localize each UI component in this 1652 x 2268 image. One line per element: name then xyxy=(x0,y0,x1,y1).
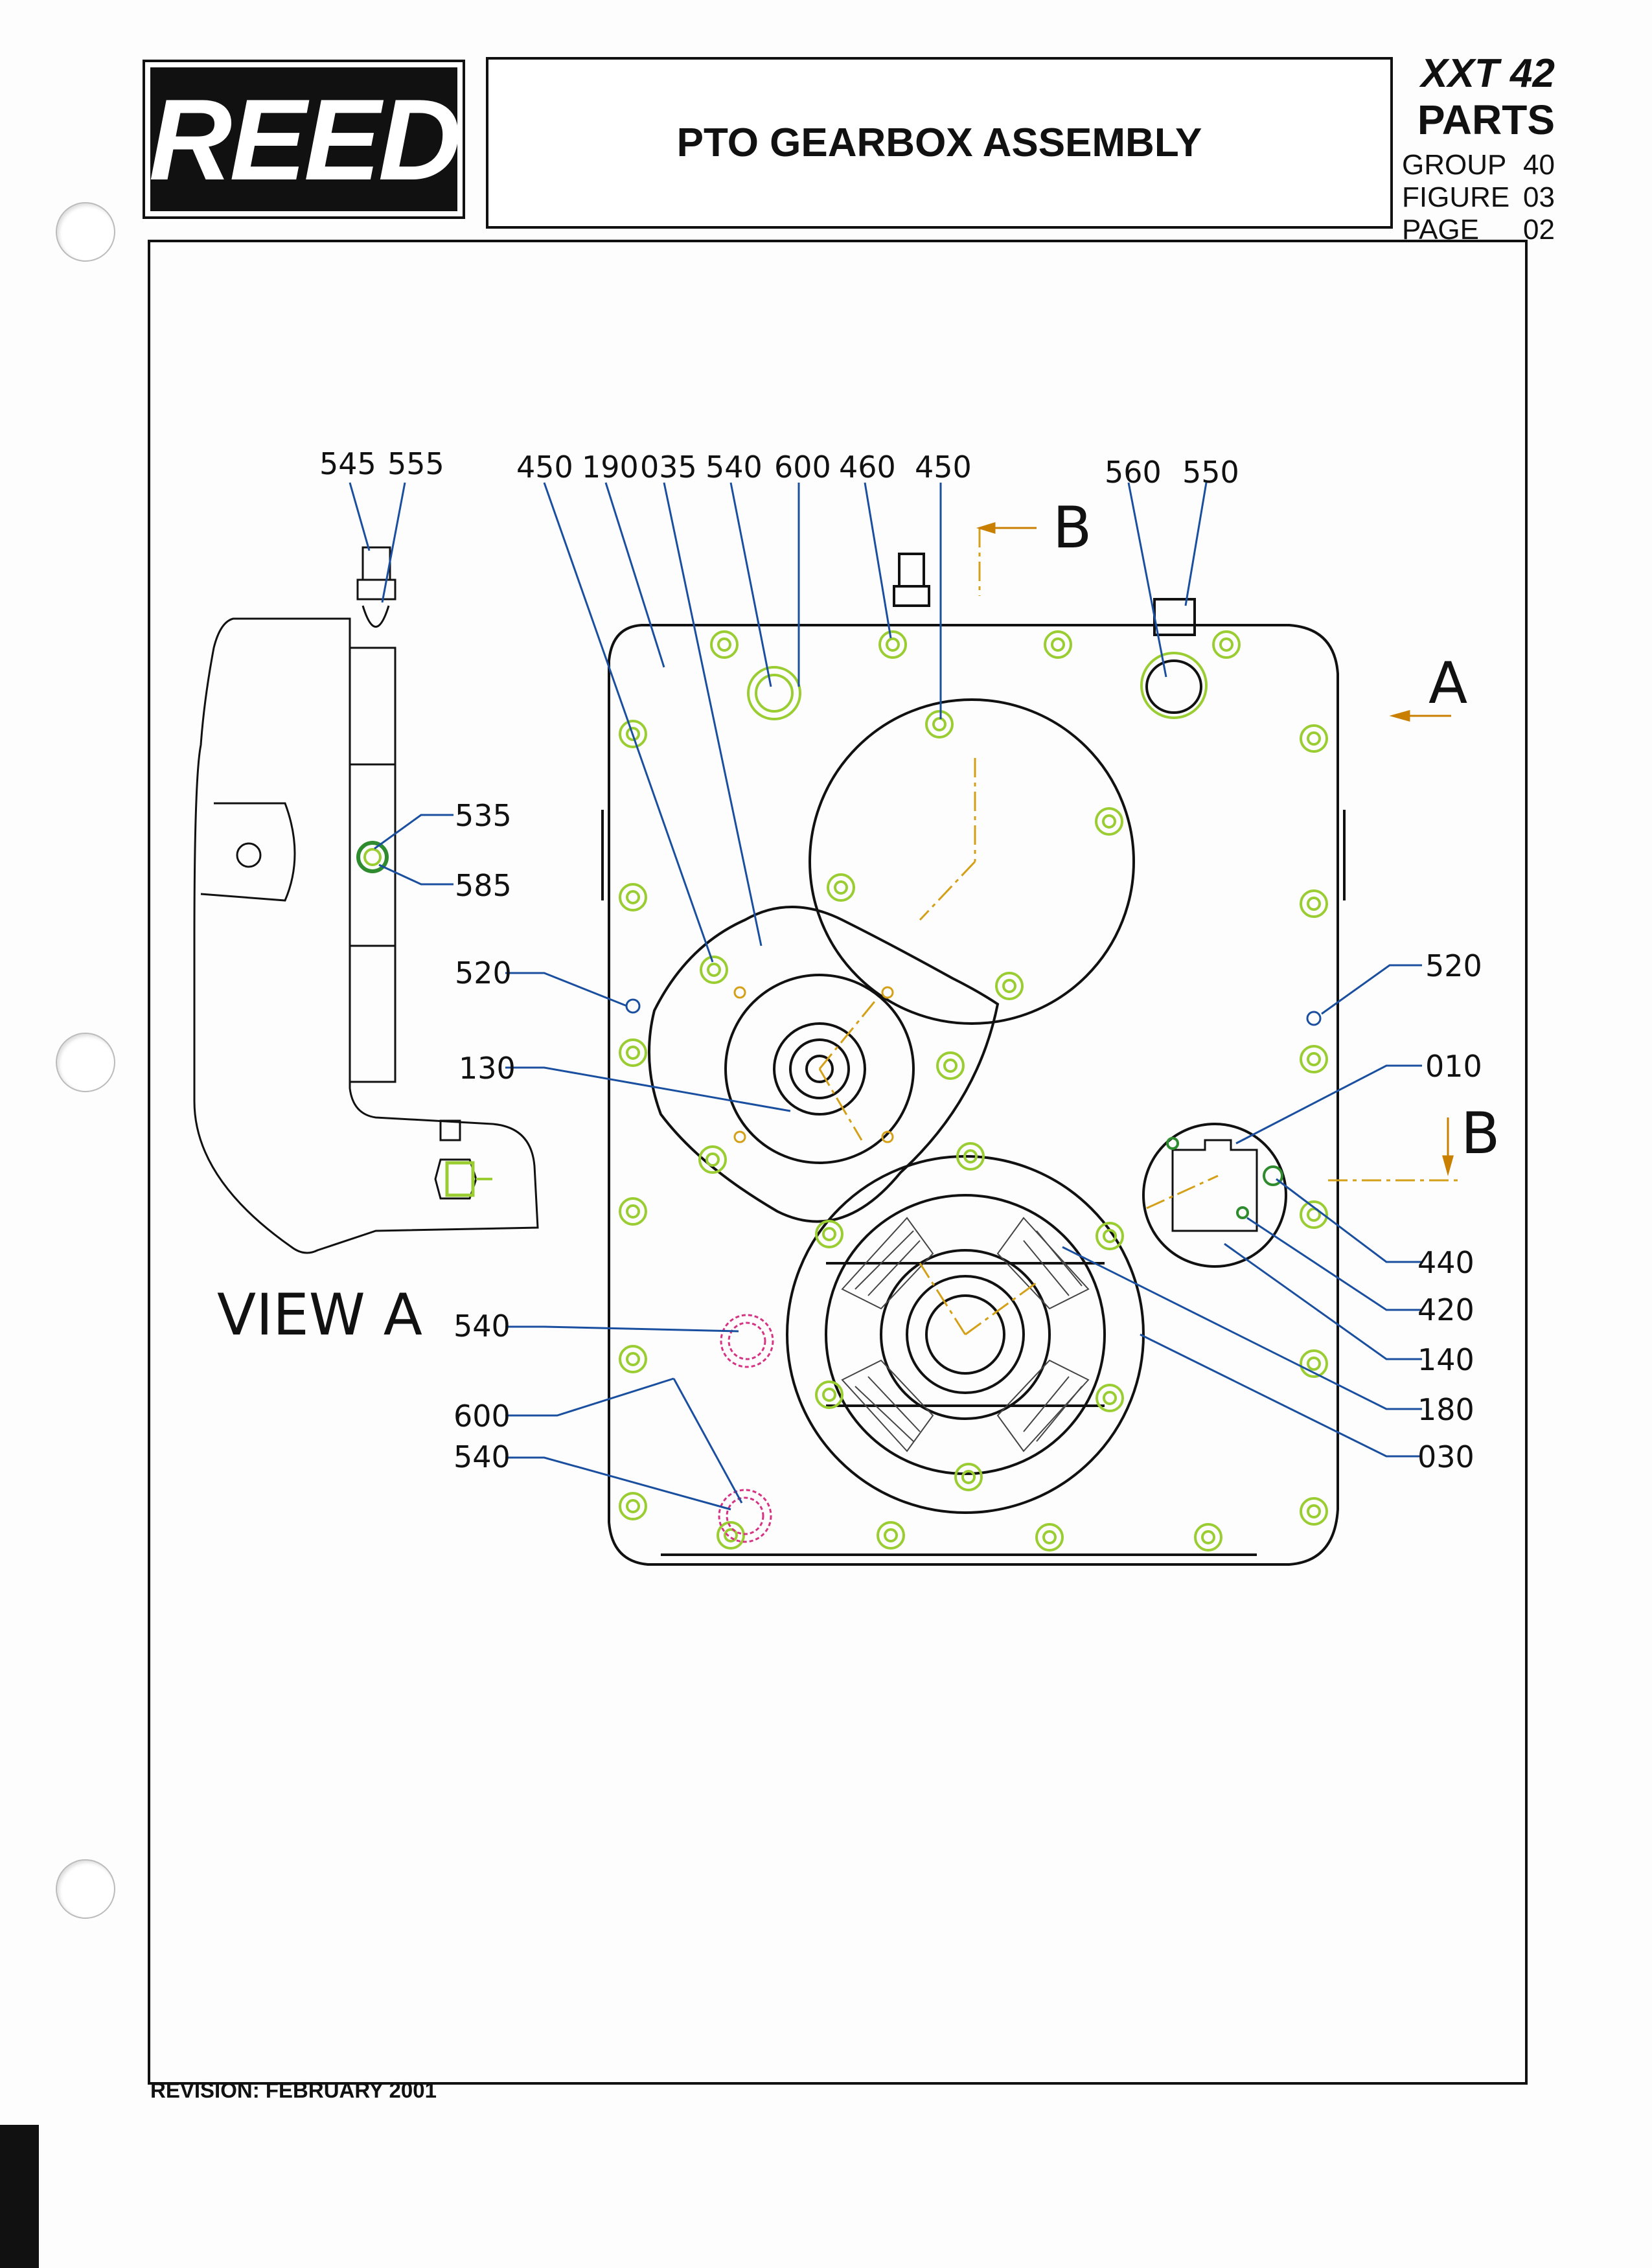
callout-520-left: 520 xyxy=(455,956,512,991)
figure-label: FIGURE xyxy=(1402,181,1510,213)
seal-markers xyxy=(718,1314,774,1543)
callouts-right: 520 010 440 420 140 180 030 xyxy=(1417,948,1482,1474)
callouts-view-a: 535 585 xyxy=(455,798,512,903)
callout-550: 550 xyxy=(1182,455,1239,490)
figure-row: FIGURE 03 xyxy=(1402,181,1555,214)
revision-note: REVISION: FEBRUARY 2001 xyxy=(150,2078,437,2102)
figure-value: 03 xyxy=(1523,181,1555,213)
scan-edge xyxy=(0,2125,39,2268)
document-id-block: XXT 42 PARTS GROUP 40 FIGURE 03 PAGE 02 xyxy=(1399,45,1561,253)
callout-600-top: 600 xyxy=(774,450,831,485)
binder-hole-middle xyxy=(56,1033,115,1092)
callout-190: 190 xyxy=(582,450,639,485)
page-value: 02 xyxy=(1523,214,1555,246)
callout-035: 035 xyxy=(640,450,697,485)
view-a-outline xyxy=(193,546,539,1254)
callout-585: 585 xyxy=(455,868,512,903)
group-label: GROUP xyxy=(1402,149,1507,181)
callout-440: 440 xyxy=(1417,1245,1474,1280)
binder-hole-bottom xyxy=(56,1859,115,1919)
callout-520-right: 520 xyxy=(1425,948,1482,983)
reed-logo: REED xyxy=(143,60,465,219)
title-box: PTO GEARBOX ASSEMBLY xyxy=(486,57,1393,229)
callout-535: 535 xyxy=(455,798,512,833)
callout-180: 180 xyxy=(1417,1392,1474,1427)
callout-140: 140 xyxy=(1417,1342,1474,1377)
section-a-label: A xyxy=(1428,650,1467,716)
housing-bolts xyxy=(619,630,1328,1552)
section-b-right-label: B xyxy=(1461,1100,1500,1167)
view-a-label: VIEW A xyxy=(217,1281,422,1348)
vent-holes xyxy=(625,998,1322,1026)
callout-540-top: 540 xyxy=(706,450,763,485)
section-markers xyxy=(976,521,1454,1176)
gear-hatching xyxy=(841,1217,1090,1452)
callout-560: 560 xyxy=(1105,455,1162,490)
section-b-top-label: B xyxy=(1053,494,1092,561)
binder-hole-top xyxy=(56,202,115,262)
callout-460: 460 xyxy=(839,450,896,485)
leader-lines xyxy=(349,482,1422,1511)
callouts-top: 545 555 450 190 035 540 600 460 450 560 … xyxy=(319,446,1239,490)
callout-545: 545 xyxy=(319,446,376,481)
page-title: PTO GEARBOX ASSEMBLY xyxy=(676,120,1202,165)
green-plugs xyxy=(1166,1137,1283,1219)
callout-130: 130 xyxy=(459,1051,516,1086)
group-value: 40 xyxy=(1523,149,1555,181)
drawing-frame xyxy=(148,240,1528,2085)
callout-540-bottom: 540 xyxy=(453,1439,511,1474)
callout-010: 010 xyxy=(1425,1049,1482,1084)
callout-540-mid: 540 xyxy=(453,1309,511,1344)
centerlines xyxy=(818,528,1458,1336)
callout-420: 420 xyxy=(1417,1292,1474,1327)
view-a-fittings xyxy=(356,841,492,1197)
logo-text: REED xyxy=(148,74,462,204)
section-name: PARTS xyxy=(1417,97,1555,143)
group-row: GROUP 40 xyxy=(1402,149,1555,181)
callout-030: 030 xyxy=(1417,1439,1474,1474)
callout-450-b: 450 xyxy=(915,450,972,485)
callout-600-left: 600 xyxy=(453,1399,511,1434)
small-dowels xyxy=(733,986,894,1143)
callout-450-a: 450 xyxy=(516,450,573,485)
logo-background: REED xyxy=(148,67,462,211)
callouts-left: 520 130 540 600 540 xyxy=(453,956,516,1474)
housing-outline xyxy=(601,553,1346,1566)
model-number: XXT 42 xyxy=(1421,51,1555,96)
callout-555: 555 xyxy=(387,446,444,481)
